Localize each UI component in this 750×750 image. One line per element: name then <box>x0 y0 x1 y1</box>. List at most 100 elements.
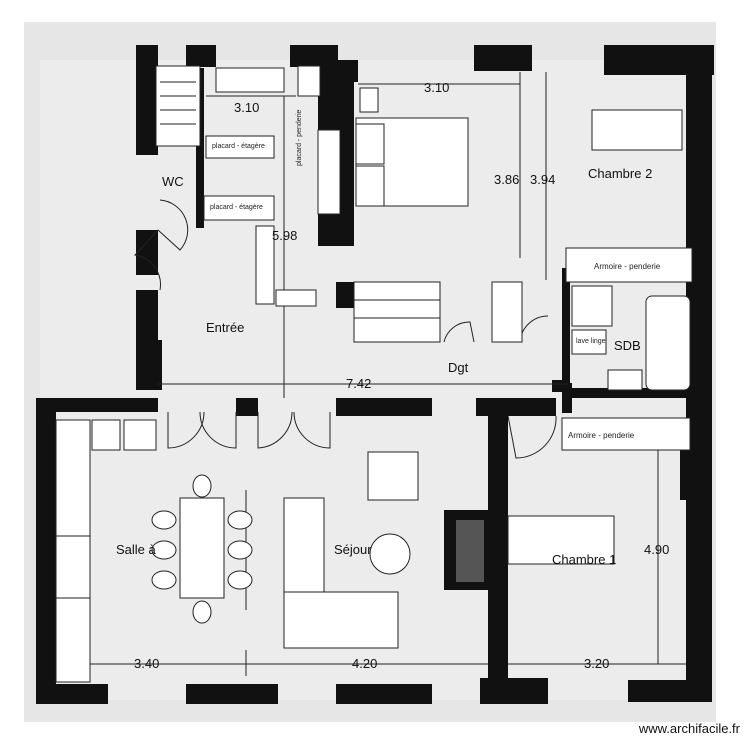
desk-chambre2 <box>591 109 683 151</box>
door-salle-right <box>199 411 237 449</box>
wall <box>686 495 712 700</box>
wall <box>186 684 278 704</box>
wall <box>152 340 162 390</box>
room-label-chambre1: Chambre 1 <box>552 552 617 567</box>
door-entrance <box>133 229 161 291</box>
room-label-entree: Entrée <box>206 320 245 335</box>
openings <box>136 155 158 290</box>
dim-label: 3.20 <box>584 656 610 671</box>
opening <box>136 275 158 290</box>
wall <box>336 282 356 308</box>
wall <box>562 383 572 413</box>
sofa-corner <box>283 591 399 649</box>
dim-label: 4.90 <box>644 542 670 557</box>
dim-label: 3.40 <box>134 656 160 671</box>
doors <box>133 199 557 459</box>
wall <box>236 398 258 416</box>
wall <box>36 398 56 704</box>
toilet <box>297 65 321 97</box>
wall <box>340 60 354 246</box>
door-chambre1 <box>507 415 557 459</box>
chair <box>227 540 253 560</box>
shelving-unit <box>155 65 201 147</box>
room-label-salle: Salle à <box>116 542 156 557</box>
armchair <box>367 451 419 501</box>
chair <box>227 510 253 530</box>
fireplace-inner <box>456 520 484 582</box>
wall <box>36 398 158 412</box>
door-sejour-left <box>257 411 293 449</box>
room-label-chambre2: Chambre 2 <box>588 166 653 181</box>
door-salle-left <box>167 411 205 449</box>
placard-penderie <box>317 129 341 215</box>
dimension-lines <box>56 72 686 676</box>
chair <box>192 474 212 498</box>
room-label-dgt: Dgt <box>448 360 469 375</box>
chair <box>151 540 177 560</box>
door-dgt <box>443 321 475 343</box>
watermark: www.archifacile.fr <box>638 721 740 736</box>
furniture-label: placard - étagère <box>210 204 263 211</box>
dim-label: 3.10 <box>424 80 450 95</box>
placard-etagere-1 <box>205 135 275 159</box>
sdb-washer <box>571 285 613 327</box>
chair <box>227 570 253 590</box>
room-label-sdb: SDB <box>614 338 641 353</box>
lave-linge <box>571 329 607 355</box>
nightstand <box>359 87 379 113</box>
wall <box>488 406 508 696</box>
lave-linge-cabinet <box>275 289 317 307</box>
bathtub <box>645 295 691 391</box>
wall <box>336 398 432 416</box>
room-label-sejour: Séjour <box>334 542 372 557</box>
bed-pillow <box>355 165 385 207</box>
furniture-label: lave linge <box>576 338 606 345</box>
double-sink <box>215 67 285 93</box>
chair <box>192 600 212 624</box>
door-sejour-right <box>293 411 331 449</box>
furniture <box>55 65 693 683</box>
placard-etagere-2 <box>203 195 275 221</box>
door-wc <box>157 199 189 251</box>
dining-table <box>179 497 225 599</box>
wall <box>136 45 158 155</box>
wall <box>628 680 712 702</box>
furniture-label: placard - étagère <box>212 143 265 150</box>
shelf-lines <box>160 81 440 319</box>
coffee-table <box>369 533 411 575</box>
furniture-label: Armoire - penderie <box>568 431 635 440</box>
wall <box>474 45 532 71</box>
bed-chambre1 <box>507 515 615 565</box>
stairs <box>353 281 441 343</box>
wall <box>336 684 432 704</box>
furniture-label: Armoire - penderie <box>594 262 661 271</box>
dim-label: 5.98 <box>272 228 298 243</box>
dim-label: 3.10 <box>234 100 260 115</box>
wall <box>562 268 570 388</box>
dim-label: 4.20 <box>352 656 378 671</box>
cooktop <box>55 535 91 599</box>
dgt-cupboard <box>491 281 523 343</box>
kitchen-sink <box>91 419 121 451</box>
bed-pillow <box>355 123 385 165</box>
wall <box>186 45 216 67</box>
dim-label: 3.86 <box>494 172 520 187</box>
furniture-label: placard - penderie <box>296 109 303 166</box>
dim-label: 7.42 <box>346 376 372 391</box>
sdb-sink <box>607 369 643 391</box>
wall <box>568 388 688 398</box>
appliance <box>123 419 157 451</box>
wall <box>196 68 204 228</box>
armoire-penderie-bottom <box>561 417 691 451</box>
wall <box>36 684 108 704</box>
wall <box>136 230 158 275</box>
placard-penderie-v <box>255 225 275 305</box>
dining-chairs <box>151 474 411 624</box>
armoire-penderie-top <box>565 247 693 283</box>
dim-label: 3.94 <box>530 172 556 187</box>
wall <box>552 380 568 392</box>
chair <box>151 570 177 590</box>
room-label-wc: WC <box>162 174 184 189</box>
chair <box>151 510 177 530</box>
